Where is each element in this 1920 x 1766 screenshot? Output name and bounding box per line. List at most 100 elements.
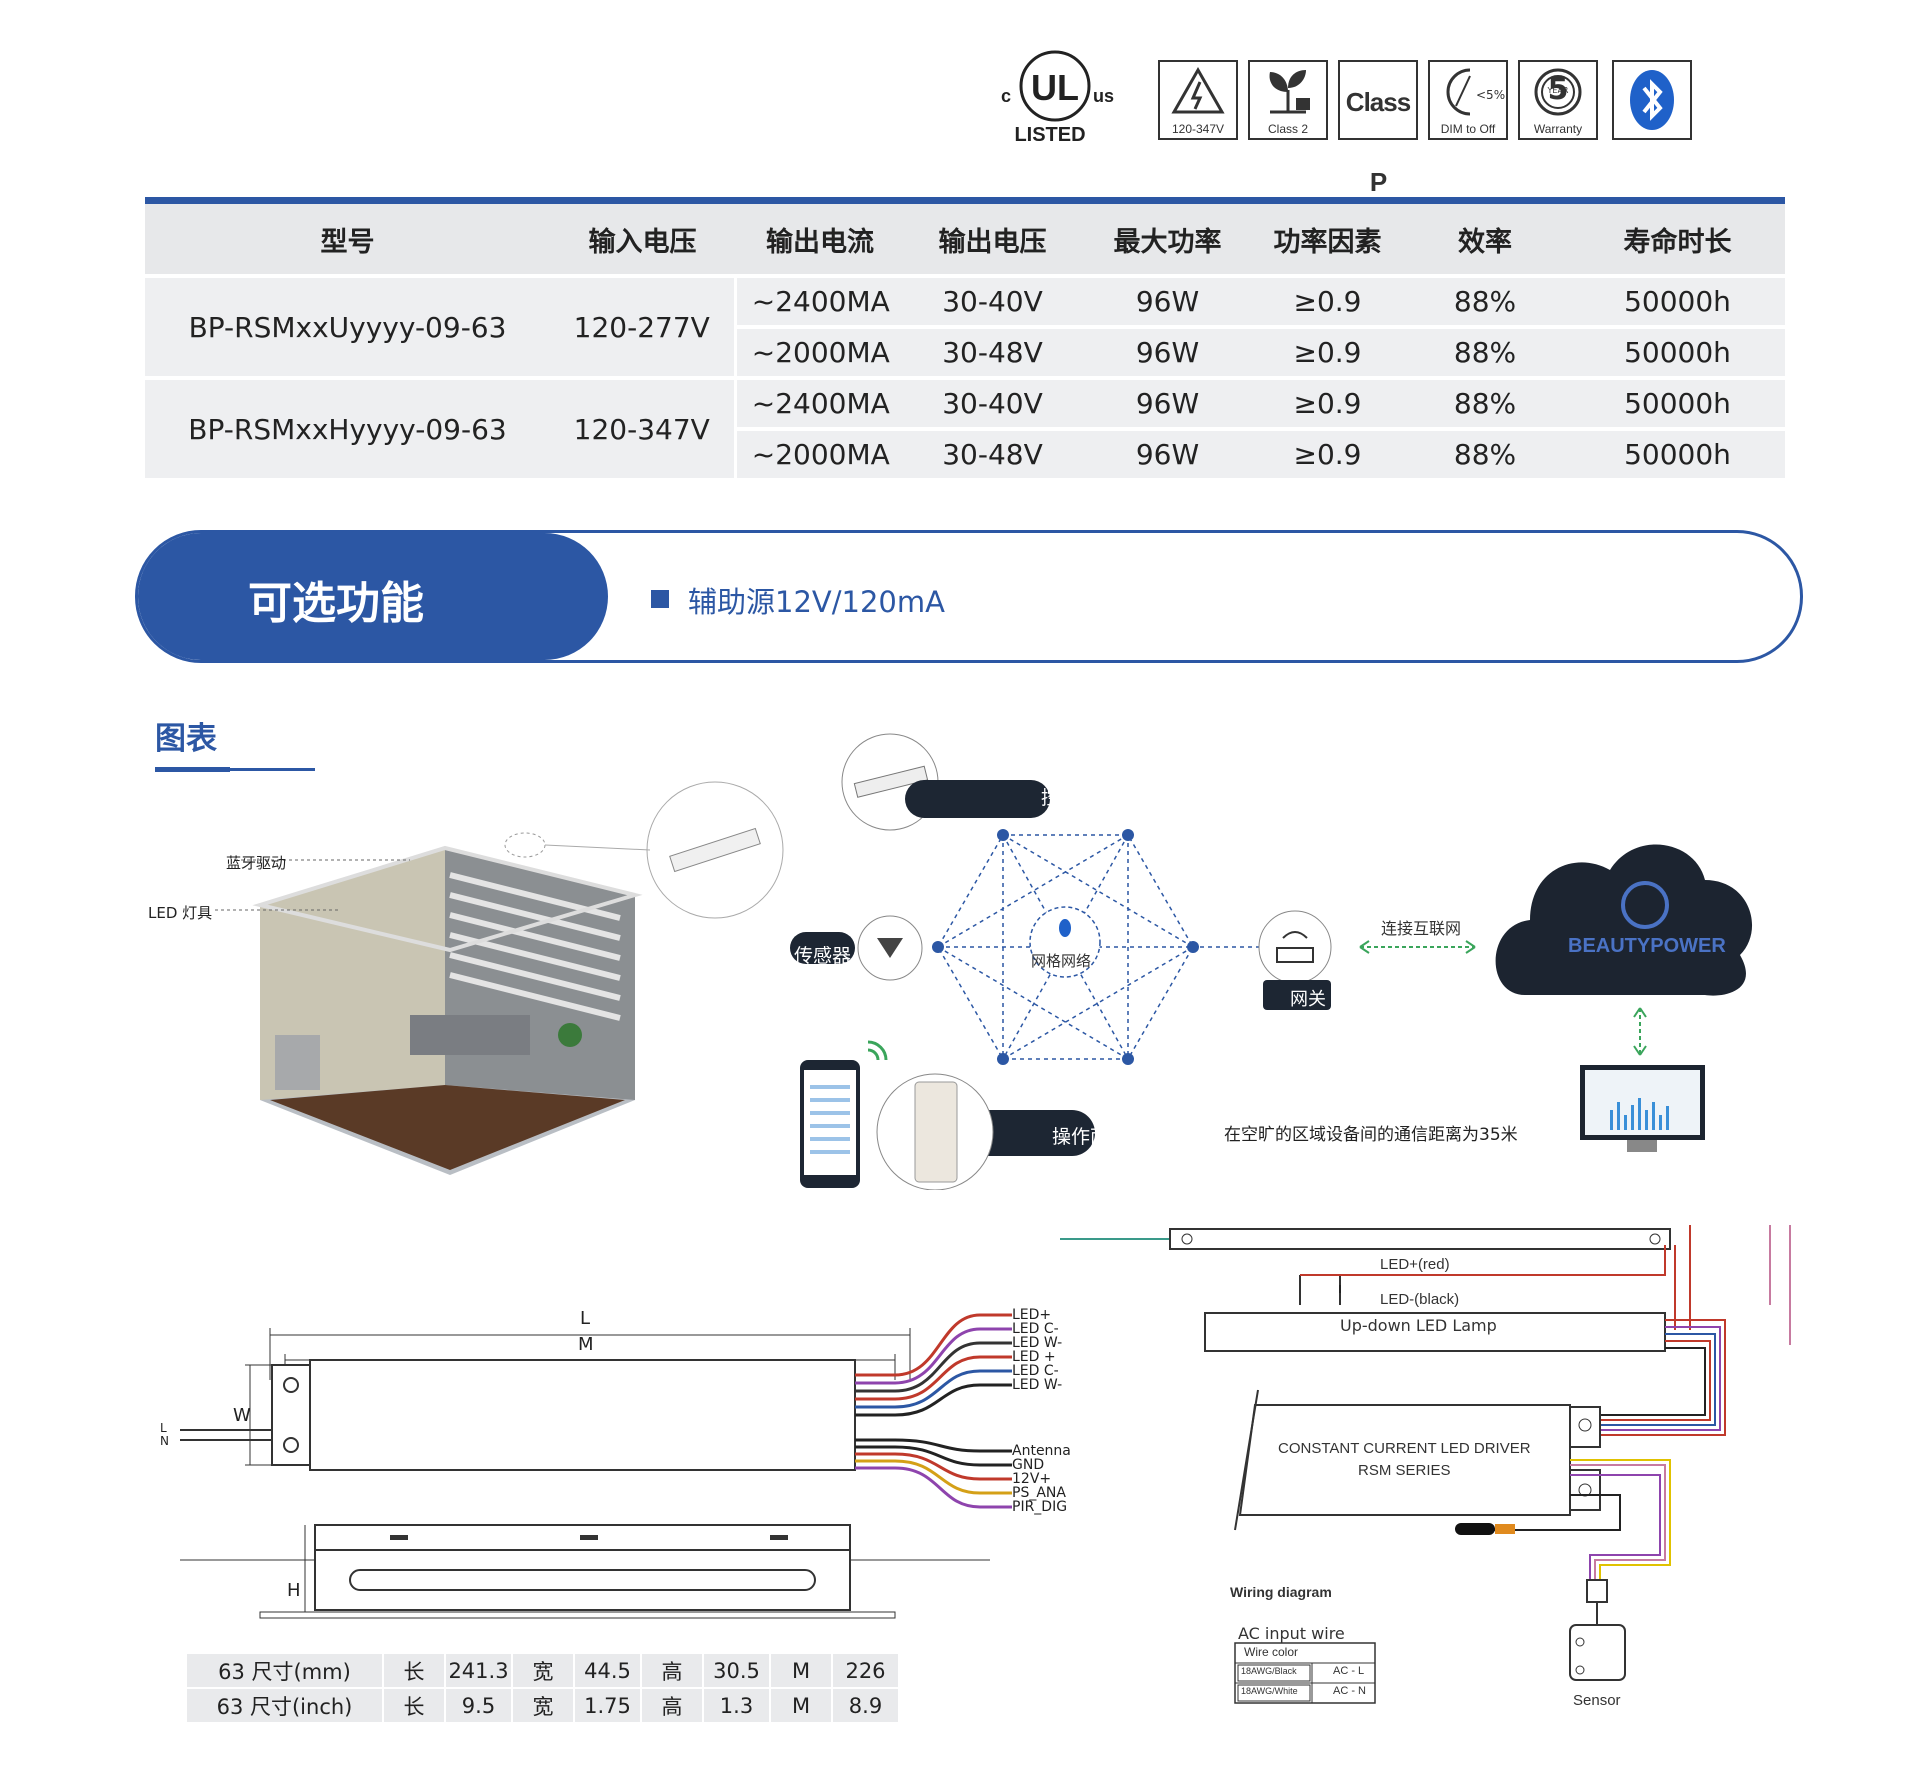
wire-bottom	[855, 1452, 1012, 1481]
cert-caption: 120-347V	[1171, 122, 1225, 136]
plant-plug-icon	[1269, 70, 1310, 114]
header-model: 型号	[145, 197, 550, 276]
wiring-diagram-title: Wiring diagram	[1230, 1584, 1332, 1600]
optional-features-title: 可选功能	[248, 578, 424, 629]
cell: ~2400MA	[733, 274, 905, 327]
wire-label: 12V+	[1012, 1471, 1052, 1487]
table-row: 63 尺寸(inch) 长 9.5 宽 1.75 高 1.3 M 8.9	[185, 1687, 900, 1724]
internet-label: 连接互联网	[1381, 919, 1462, 938]
cert-class-p: Class P	[1338, 60, 1418, 197]
table-row: BP-RSMxxUyyyy-09-63 120-277V ~2400MA 30-…	[145, 274, 1785, 378]
cell: 长	[382, 1687, 446, 1724]
cell: 226	[831, 1652, 900, 1689]
dim-L: L	[580, 1308, 591, 1329]
wire-label: PIR_DIG	[1012, 1499, 1068, 1515]
cell: 241.3	[444, 1652, 513, 1689]
cell: 88%	[1400, 274, 1570, 327]
wire-bottom	[855, 1438, 1012, 1453]
cell: 50000h	[1570, 325, 1785, 378]
wire-white-label: 18AWG/White	[1241, 1686, 1298, 1696]
spec-table: 型号 输入电压 输出电流 输出电压 最大功率 功率因素 效率 寿命时长 BP-R…	[145, 197, 1785, 478]
dim-H: H	[287, 1580, 301, 1601]
header-lifetime: 寿命时长	[1570, 197, 1785, 276]
mesh-network-diagram	[790, 733, 1753, 1190]
cell: 96W	[1080, 427, 1255, 478]
cell: M	[769, 1652, 833, 1689]
mesh-bluetooth-icon	[1059, 919, 1071, 937]
cell: 30-48V	[905, 325, 1080, 378]
cell: 88%	[1400, 427, 1570, 478]
cell: ~2400MA	[733, 376, 905, 429]
cell: 50000h	[1570, 376, 1785, 429]
dim-percent: <5%	[1476, 88, 1506, 102]
ul-listed-text: LISTED	[1014, 124, 1085, 146]
dim-M: M	[578, 1334, 594, 1355]
cell: 1.3	[702, 1687, 771, 1724]
ac-l-label: AC - L	[1333, 1665, 1365, 1677]
lamp-label: Up-down LED Lamp	[1340, 1316, 1497, 1335]
wire-label: LED +	[1012, 1349, 1056, 1365]
wire-top	[855, 1383, 1012, 1417]
cert-caption: Warranty	[1533, 122, 1583, 136]
header-output-voltage: 输出电压	[905, 197, 1080, 276]
ac-n-label: AC - N	[1333, 1685, 1366, 1697]
optional-feature-item: 辅助源12V/120mA	[688, 585, 945, 619]
section-title-underline-thick	[155, 767, 230, 772]
wire-label: LED C-	[1012, 1363, 1059, 1379]
five-year-warranty-icon	[1534, 68, 1582, 116]
bluetooth-icon	[1630, 70, 1674, 130]
cert-warranty: 5 YEAR Warranty	[1518, 60, 1598, 140]
table-row: BP-RSMxxHyyyy-09-63 120-347V ~2400MA 30-…	[145, 376, 1785, 478]
cell-model: BP-RSMxxHyyyy-09-63	[145, 376, 550, 478]
led-minus-black-label: LED-(black)	[1380, 1291, 1460, 1308]
header-power-factor: 功率因素	[1255, 197, 1400, 276]
spec-header-row: 型号 输入电压 输出电流 输出电压 最大功率 功率因素 效率 寿命时长	[145, 197, 1785, 276]
cell: 63 尺寸(inch)	[185, 1687, 384, 1724]
wire-top	[855, 1341, 1012, 1393]
class-p-icon: Class P	[1345, 87, 1411, 197]
dim-W: W	[233, 1405, 251, 1426]
cell-model: BP-RSMxxUyyyy-09-63	[145, 274, 550, 378]
wire-label: GND	[1012, 1457, 1045, 1473]
wire-label: LED W-	[1012, 1377, 1063, 1393]
sensor-caption: Sensor	[1573, 1692, 1621, 1709]
wire-label: Antenna	[1012, 1443, 1071, 1459]
cert-caption: Class 2	[1267, 122, 1308, 136]
ul-c-text: c	[1001, 86, 1011, 106]
cell: 1.75	[573, 1687, 642, 1724]
table-row: ~2000MA 30-48V 96W ≥0.9 88% 50000h	[145, 427, 1785, 478]
range-note: 在空旷的区域设备间的通信距离为35米	[1224, 1125, 1518, 1145]
line-L-label: L	[160, 1421, 167, 1435]
wire-label: LED W-	[1012, 1335, 1063, 1351]
ac-input-label: AC input wire	[1238, 1624, 1345, 1643]
wire-bottom	[855, 1445, 1012, 1467]
header-max-power: 最大功率	[1080, 197, 1255, 276]
wiring-diagram	[1060, 1225, 1791, 1704]
dimension-table: 63 尺寸(mm) 长 241.3 宽 44.5 高 30.5 M 226 63…	[185, 1652, 900, 1724]
cell: M	[769, 1687, 833, 1724]
driver-label-line2: RSM SERIES	[1358, 1462, 1451, 1479]
section-title-underline	[155, 768, 315, 771]
cell: 96W	[1080, 376, 1255, 429]
cell: 9.5	[444, 1687, 513, 1724]
wire-label: LED C-	[1012, 1321, 1059, 1337]
cell: ≥0.9	[1255, 274, 1400, 327]
cell: 63 尺寸(mm)	[185, 1652, 384, 1689]
cell-input: 120-277V	[550, 274, 735, 378]
dim-to-off-icon	[1446, 68, 1471, 116]
cell: 44.5	[573, 1652, 642, 1689]
led-plus-red-label: LED+(red)	[1380, 1256, 1450, 1273]
cell: ≥0.9	[1255, 325, 1400, 378]
cert-dim-to-off: <5% DIM to Off	[1428, 60, 1508, 140]
high-voltage-icon	[1171, 66, 1225, 114]
cell: ~2000MA	[733, 427, 905, 478]
header-output-current: 输出电流	[735, 197, 905, 276]
cert-high-voltage: 120-347V	[1158, 60, 1238, 140]
table-row: 63 尺寸(mm) 长 241.3 宽 44.5 高 30.5 M 226	[185, 1652, 900, 1689]
cell: 8.9	[831, 1687, 900, 1724]
square-bullet-icon	[651, 590, 669, 608]
brand-logo-text: BEAUTYPOWER	[1568, 935, 1726, 957]
cell: 高	[640, 1652, 704, 1689]
cell-input: 120-347V	[550, 376, 735, 478]
